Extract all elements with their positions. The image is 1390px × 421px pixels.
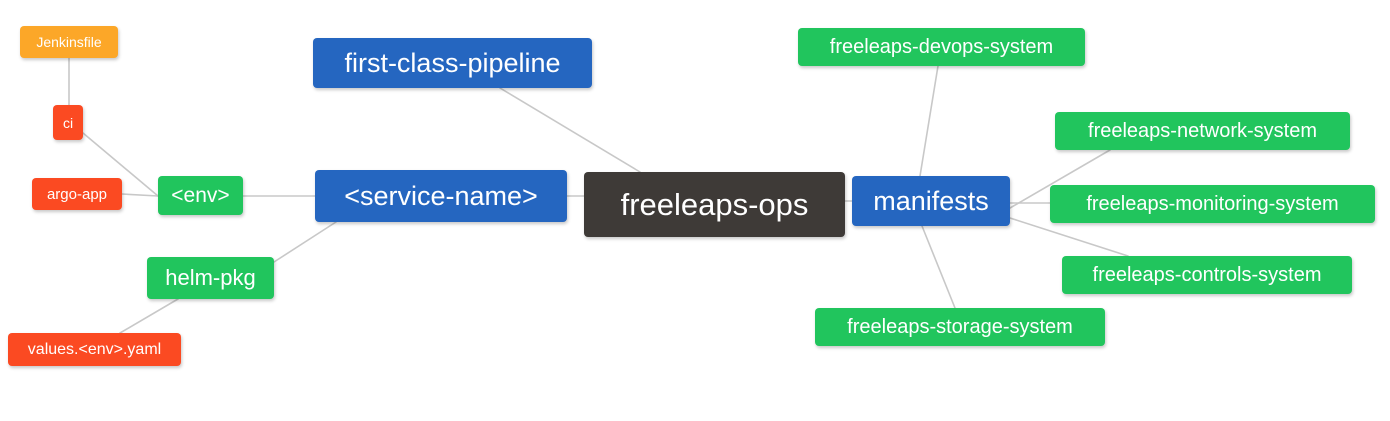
node-values-yaml[interactable]: values.<env>.yaml (8, 333, 181, 366)
node-first-class-pipeline[interactable]: first-class-pipeline (313, 38, 592, 88)
edge-manifests-to-devops-system (919, 65, 939, 177)
node-ci[interactable]: ci (53, 105, 83, 140)
edge-manifests-to-network-system (1009, 149, 1111, 209)
node-env[interactable]: <env> (158, 176, 243, 215)
edge-first-class-pipeline-to-freeleaps-ops (499, 87, 641, 173)
node-freeleaps-ops[interactable]: freeleaps-ops (584, 172, 845, 237)
node-manifests[interactable]: manifests (852, 176, 1010, 226)
edge-service-name-to-helm-pkg (273, 221, 337, 263)
node-jenkinsfile[interactable]: Jenkinsfile (20, 26, 118, 58)
node-network-system[interactable]: freeleaps-network-system (1055, 112, 1350, 150)
edge-argo-app-to-env (121, 193, 159, 197)
node-argo-app[interactable]: argo-app (32, 178, 122, 210)
node-monitoring-system[interactable]: freeleaps-monitoring-system (1050, 185, 1375, 223)
edge-manifests-to-storage-system (921, 225, 956, 309)
node-controls-system[interactable]: freeleaps-controls-system (1062, 256, 1352, 294)
edge-helm-pkg-to-values-yaml (119, 298, 179, 334)
node-devops-system[interactable]: freeleaps-devops-system (798, 28, 1085, 66)
node-helm-pkg[interactable]: helm-pkg (147, 257, 274, 299)
edge-manifests-to-controls-system (1009, 217, 1129, 257)
edge-ci-to-env (82, 132, 159, 197)
node-storage-system[interactable]: freeleaps-storage-system (815, 308, 1105, 346)
node-service-name[interactable]: <service-name> (315, 170, 567, 222)
